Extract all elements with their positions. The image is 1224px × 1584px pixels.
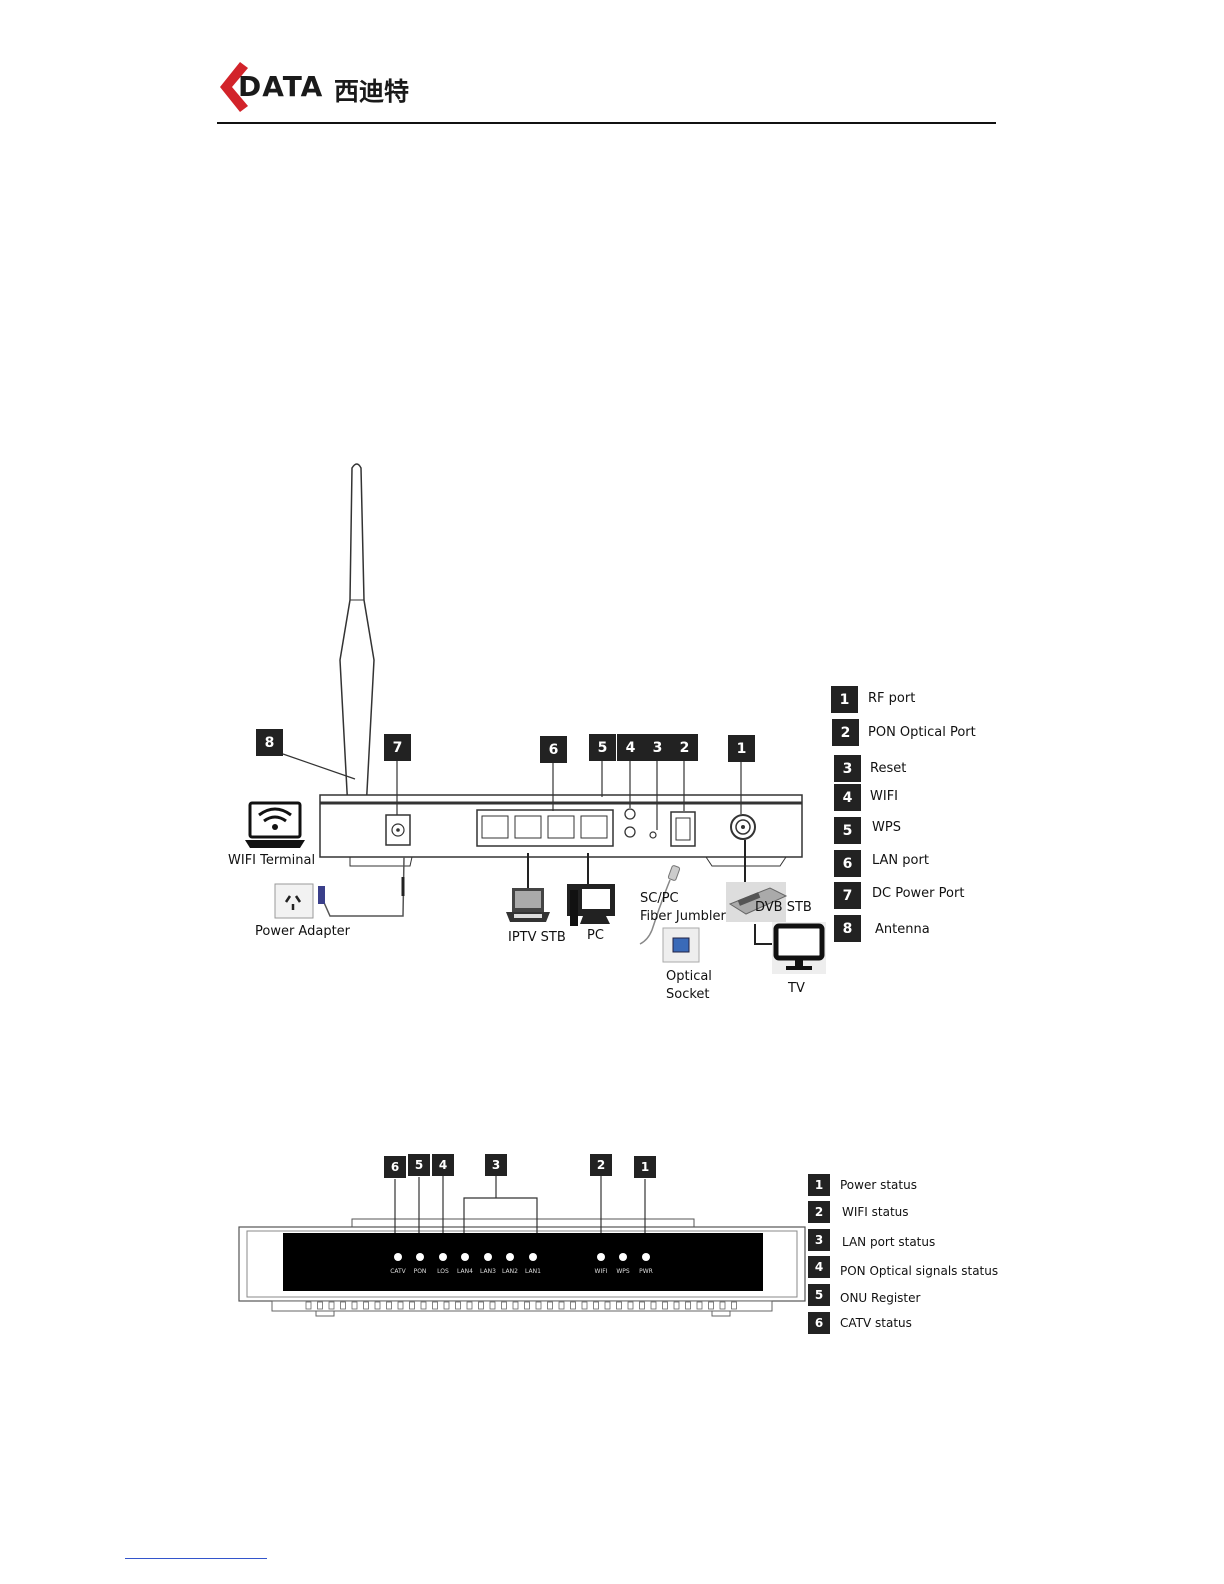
header-divider: [217, 122, 996, 124]
label-socket-line2: Socket: [666, 987, 710, 1002]
legend-label: Antenna: [875, 922, 930, 937]
legend-num: 8: [834, 915, 861, 942]
legend-label: WIFI: [870, 789, 898, 804]
legend-label: Power status: [840, 1178, 917, 1192]
label-power-adapter: Power Adapter: [255, 924, 351, 939]
legend-label: LAN port status: [842, 1235, 936, 1249]
callout-lan-status: 3: [485, 1154, 507, 1176]
led-label: LAN4: [457, 1268, 473, 1275]
legend-num: 7: [834, 882, 861, 909]
led-label: PWR: [639, 1268, 653, 1275]
label-fiber-line2: Fiber Jumbler: [640, 909, 726, 924]
led-label: CATV: [390, 1268, 406, 1275]
legend-num: 1: [808, 1174, 830, 1196]
lan-ports: [476, 809, 614, 847]
label-wifi-terminal: WIFI Terminal: [228, 853, 316, 868]
brand-logo: DATA 西迪特: [218, 60, 418, 116]
label-iptv-stb: IPTV STB: [508, 930, 566, 945]
fiber-jumper-icon: [639, 865, 681, 945]
legend-num: 3: [834, 755, 861, 782]
legend-num: 5: [834, 817, 861, 844]
legend-num: 4: [834, 784, 861, 811]
callout-power-status: 1: [634, 1156, 656, 1178]
callout-rf: 1: [728, 735, 755, 762]
legend-label: RF port: [868, 691, 916, 706]
legend-label: DC Power Port: [872, 886, 965, 901]
dvb-stb-icon: [726, 882, 788, 922]
legend-num: 2: [808, 1201, 830, 1223]
optical-socket-icon: [662, 927, 700, 963]
callout-catv: 6: [384, 1156, 406, 1178]
wifi-button: [624, 808, 636, 820]
power-socket-icon: [274, 883, 325, 919]
callout-reset: 3: [644, 734, 671, 761]
legend-label: LAN port: [872, 853, 929, 868]
callout-antenna: 8: [256, 729, 283, 756]
led-label: PON: [413, 1268, 427, 1275]
legend-label: ONU Register: [840, 1291, 921, 1305]
label-dvb-stb: DVB STB: [755, 900, 812, 915]
legend-num: 6: [834, 850, 861, 877]
led-label: LAN2: [502, 1268, 518, 1275]
logo-diamond-icon: [220, 62, 248, 112]
wps-button: [624, 826, 636, 838]
led-label: LAN3: [480, 1268, 496, 1275]
iptv-stb-icon: [506, 888, 550, 922]
legend-num: 3: [808, 1229, 830, 1251]
legend-num: 1: [831, 686, 858, 713]
footer-link-underline: [125, 1558, 267, 1559]
legend-num: 2: [832, 719, 859, 746]
led-label: WPS: [616, 1268, 630, 1275]
pc-icon: [567, 884, 615, 926]
callout-dc-power: 7: [384, 734, 411, 761]
callout-lan: 6: [540, 736, 567, 763]
legend-num: 6: [808, 1312, 830, 1334]
legend-label: WPS: [872, 820, 901, 835]
label-socket-line1: Optical: [666, 969, 712, 984]
label-tv: TV: [788, 981, 805, 996]
legend-label: WIFI status: [842, 1205, 909, 1219]
led-label: LAN1: [525, 1268, 541, 1275]
led-label: LOS: [437, 1268, 449, 1275]
legend-num: 4: [808, 1256, 830, 1278]
reset-hole: [649, 831, 657, 839]
legend-num: 5: [808, 1284, 830, 1306]
legend-label: PON Optical signals status: [840, 1264, 999, 1278]
callout-pon-signal: 4: [432, 1154, 454, 1176]
legend-label: Reset: [870, 761, 907, 776]
label-fiber-line1: SC/PC: [640, 891, 679, 906]
legend-label: PON Optical Port: [868, 725, 976, 740]
callout-wifi: 4: [617, 734, 644, 761]
label-pc: PC: [587, 928, 604, 943]
callout-wifi-status: 2: [590, 1154, 612, 1176]
tv-icon: [772, 922, 826, 974]
brand-name: DATA: [238, 70, 324, 103]
antenna-shape: [339, 463, 375, 837]
laptop-icon: [245, 801, 305, 848]
brand-name-cn: 西迪特: [334, 77, 410, 106]
legend-label: CATV status: [840, 1316, 912, 1330]
callout-pon: 2: [671, 734, 698, 761]
callout-wps: 5: [589, 734, 616, 761]
callout-onu: 5: [408, 1154, 430, 1176]
led-label: WIFI: [594, 1268, 608, 1275]
